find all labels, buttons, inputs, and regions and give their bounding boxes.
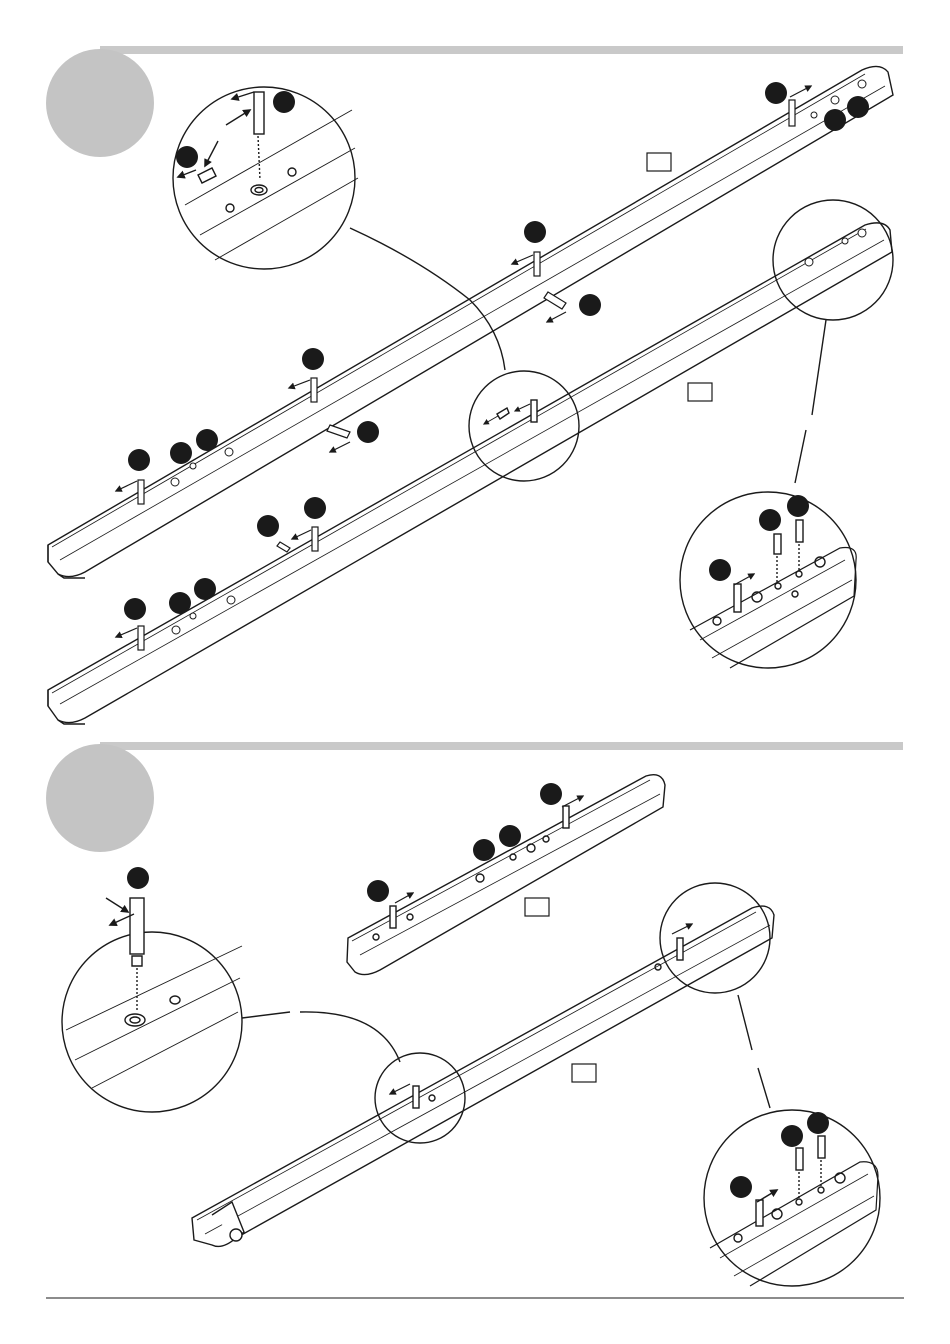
short-beam (347, 775, 665, 975)
callout-badge (196, 429, 218, 451)
callout-badge (787, 495, 809, 517)
callout-badge (176, 146, 198, 168)
callout-badge (540, 783, 562, 805)
callout-badge (169, 592, 191, 614)
part-id-box (525, 898, 549, 916)
callout-badge (127, 867, 149, 889)
callout-badge (824, 109, 846, 131)
long-beam-hinge (192, 906, 774, 1246)
callout-badge (759, 509, 781, 531)
step-1-header-bar (100, 46, 903, 54)
callout-badge (807, 1112, 829, 1134)
callout-badge (273, 91, 295, 113)
callout-badge (781, 1125, 803, 1147)
callout-badge (367, 880, 389, 902)
step-2-header-bar (100, 742, 903, 750)
step-1-number-disc (46, 49, 154, 157)
callout-badge (170, 442, 192, 464)
callout-badge (579, 294, 601, 316)
callout-badge (257, 515, 279, 537)
step-1 (46, 46, 903, 724)
callout-badge (765, 82, 787, 104)
callout-badge (357, 421, 379, 443)
callout-badge (124, 598, 146, 620)
callout-badge (304, 497, 326, 519)
callout-badge (847, 96, 869, 118)
callout-badge (709, 559, 731, 581)
callout-badge (473, 839, 495, 861)
callout-badge (524, 221, 546, 243)
callout-badge (128, 449, 150, 471)
part-id-box (688, 383, 712, 401)
callout-badge (302, 348, 324, 370)
callout-badge (194, 578, 216, 600)
callout-badge (499, 825, 521, 847)
callout-badge (730, 1176, 752, 1198)
part-id-box (572, 1064, 596, 1082)
part-id-box (647, 153, 671, 171)
step-2 (46, 742, 903, 1286)
step-2-number-disc (46, 744, 154, 852)
